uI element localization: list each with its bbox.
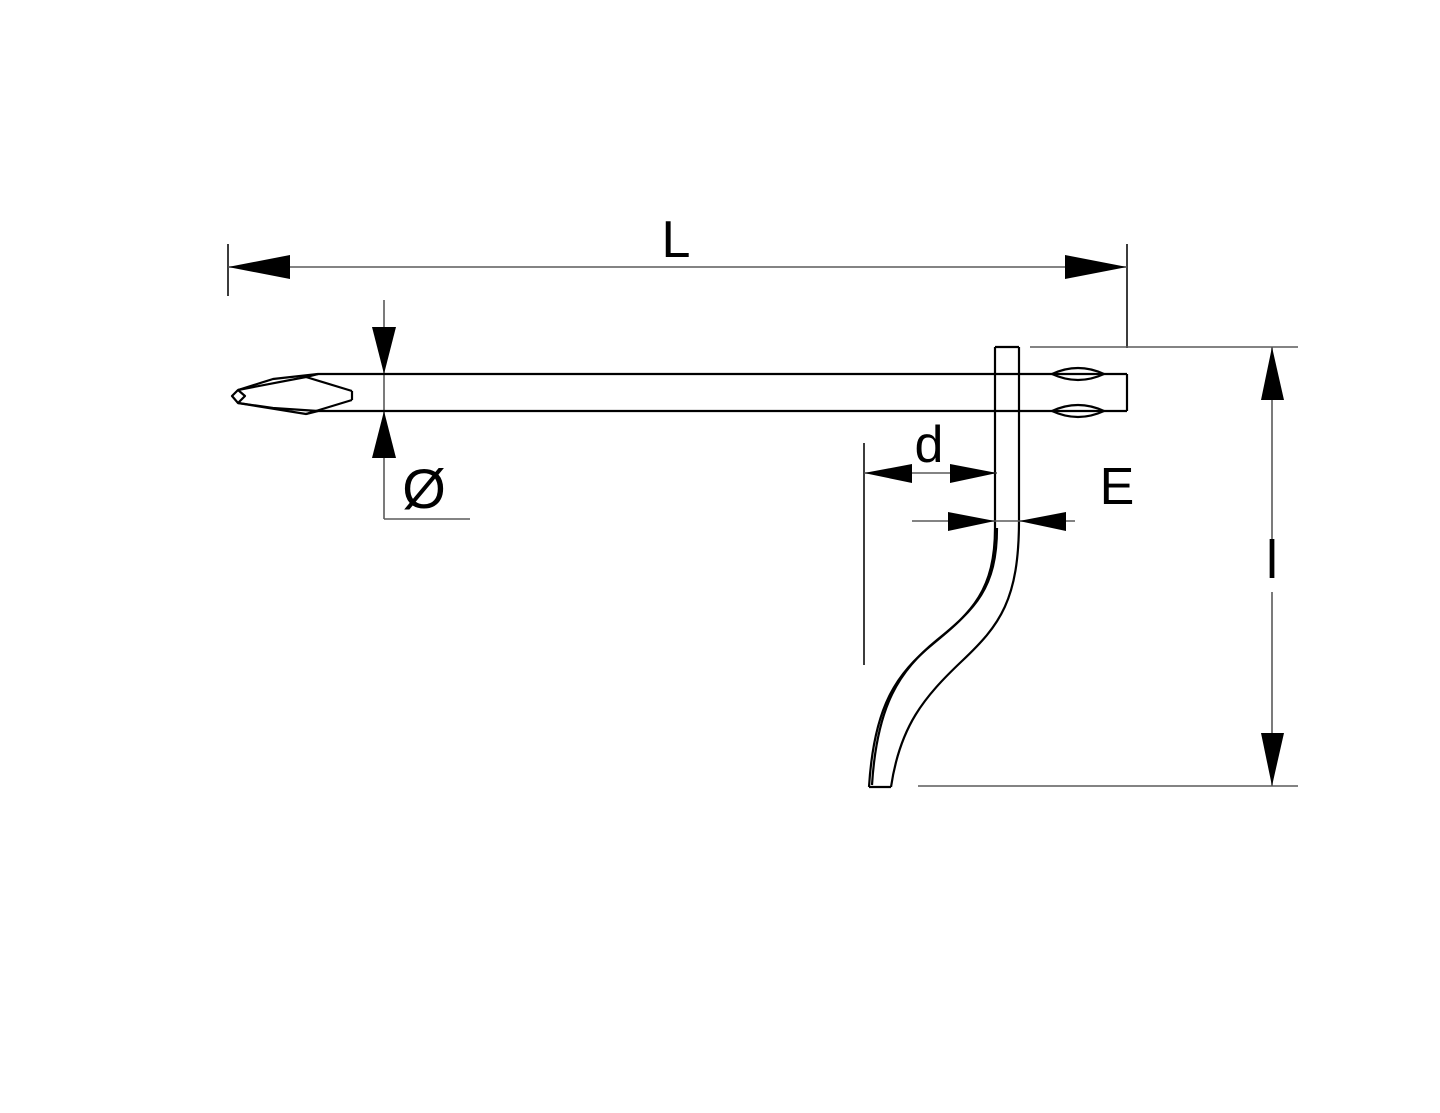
- dimension-d: d: [863, 416, 997, 665]
- dimension-diameter-label: Ø: [402, 457, 446, 520]
- point-nose-crease: [237, 389, 247, 404]
- end-eye-bottom: [1050, 403, 1106, 419]
- dimension-E-label: E: [1100, 458, 1135, 516]
- part-hook: [867, 345, 1021, 789]
- dimension-E-arrow-left: [948, 512, 995, 531]
- dimension-l-label: l: [1266, 530, 1278, 590]
- hook-inner-face: [867, 347, 997, 788]
- dimension-E-arrow-right: [1019, 512, 1066, 531]
- dimension-d-arrow-right: [950, 464, 997, 483]
- dimension-l-arrow-top: [1261, 347, 1284, 400]
- dimension-E: E: [912, 458, 1134, 531]
- dimension-diameter-arrow-top: [372, 327, 396, 374]
- hook-outer-face: [889, 347, 1021, 788]
- part-end-eyes: [1050, 366, 1106, 419]
- point-crease-bottom: [305, 409, 319, 416]
- dimension-diameter: Ø: [372, 300, 470, 520]
- part-point-tip: [230, 372, 354, 416]
- point-crease-top: [305, 372, 319, 379]
- dimension-L-label: L: [662, 211, 691, 269]
- hook-inner-crease: [870, 527, 999, 786]
- dimension-L: L: [227, 211, 1128, 348]
- dimension-diameter-arrow-bottom: [372, 411, 396, 458]
- part-shank: [318, 372, 1129, 413]
- dimension-L-arrow-right: [1065, 255, 1127, 279]
- point-outer-silhouette: [230, 372, 319, 413]
- dimension-d-label: d: [915, 416, 944, 474]
- dimension-l: l: [918, 346, 1298, 787]
- dimension-L-arrow-left: [228, 255, 290, 279]
- dimension-l-arrow-bottom: [1261, 733, 1284, 786]
- dimension-d-arrow-left: [864, 464, 912, 483]
- end-eye-top: [1050, 366, 1106, 382]
